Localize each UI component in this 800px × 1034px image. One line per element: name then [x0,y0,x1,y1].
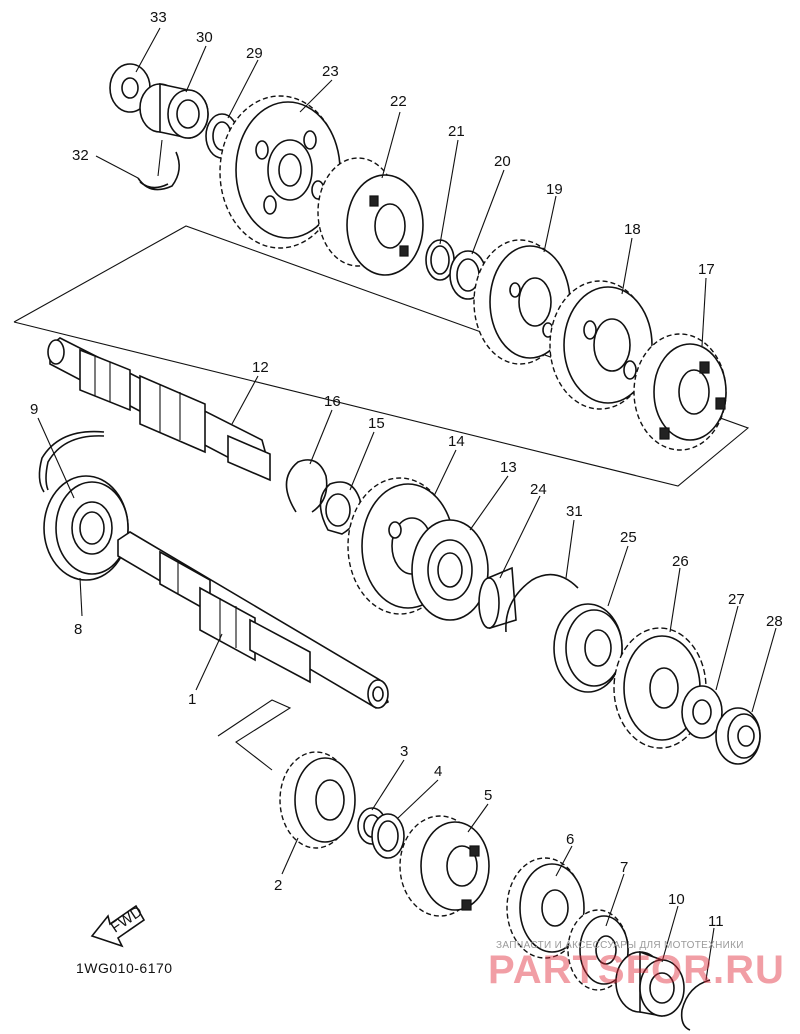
part-18-gear [549,280,653,410]
callout-13: 13 [500,459,517,476]
callout-12: 12 [252,359,269,376]
callout-29: 29 [246,45,263,62]
callout-23: 23 [322,63,339,80]
part-22-gear [317,157,424,276]
callout-7: 7 [620,859,628,876]
watermark-logo: PARTSFOR.RU [488,948,785,992]
callout-26: 26 [672,553,689,570]
callout-15: 15 [368,415,385,432]
part-2-gear [279,751,356,849]
part-27-lock-washer [681,685,723,739]
part-10-bearing [615,950,685,1017]
callout-17: 17 [698,261,715,278]
part-6-gear [506,857,585,959]
callout-11: 11 [708,913,724,930]
callout-6: 6 [566,831,574,848]
part-12-main-shaft [47,337,271,482]
part-5-gear [399,815,490,917]
part-1-drive-axle [117,531,389,709]
callout-22: 22 [390,93,407,110]
watermark-tagline: ЗАПЧАСТИ И АКСЕССУАРЫ ДЛЯ МОТОТЕХНИКИ [496,940,744,951]
fwd-arrow-icon: FWD [90,903,146,948]
part-7-gear [567,909,629,991]
callout-9: 9 [30,401,38,418]
callout-14: 14 [448,433,465,450]
part-28-nut [715,707,761,765]
callout-1: 1 [188,691,196,708]
part-11-circlip [680,979,711,1031]
part-30-bearing [139,83,209,139]
callout-16: 16 [324,393,341,410]
callout-labels: 33 30 32 29 23 22 21 20 19 18 17 12 16 1… [30,9,783,930]
callout-18: 18 [624,221,641,238]
assembly-outline-lower [217,699,292,771]
callout-10: 10 [668,891,685,908]
callout-30: 30 [196,29,213,46]
callout-24: 24 [530,481,547,498]
callout-21: 21 [448,123,465,140]
callout-28: 28 [766,613,783,630]
part-33-washer [109,63,151,113]
part-13-bearing [411,519,489,621]
callout-25: 25 [620,529,637,546]
part-24-collar [478,566,517,630]
callout-4: 4 [434,763,442,780]
leader-lines [37,27,777,981]
callout-8: 8 [74,621,82,638]
part-9-circlip [38,430,105,493]
drawing-code: 1WG010-6170 [76,960,173,976]
part-32-circlip [137,151,180,191]
callout-5: 5 [484,787,492,804]
part-25-oil-seal [553,603,623,693]
part-31-circlip [505,573,579,633]
callout-19: 19 [546,181,563,198]
callout-33: 33 [150,9,167,26]
callout-3: 3 [400,743,408,760]
part-16-circlip [285,459,328,513]
callout-32: 32 [72,147,89,164]
callout-27: 27 [728,591,745,608]
callout-31: 31 [566,503,583,520]
part-8-bearing [43,475,129,581]
callout-2: 2 [274,877,282,894]
assembly-outline-upper [13,225,750,487]
part-19-gear [473,239,571,365]
callout-20: 20 [494,153,511,170]
part-17-gear [633,333,727,451]
